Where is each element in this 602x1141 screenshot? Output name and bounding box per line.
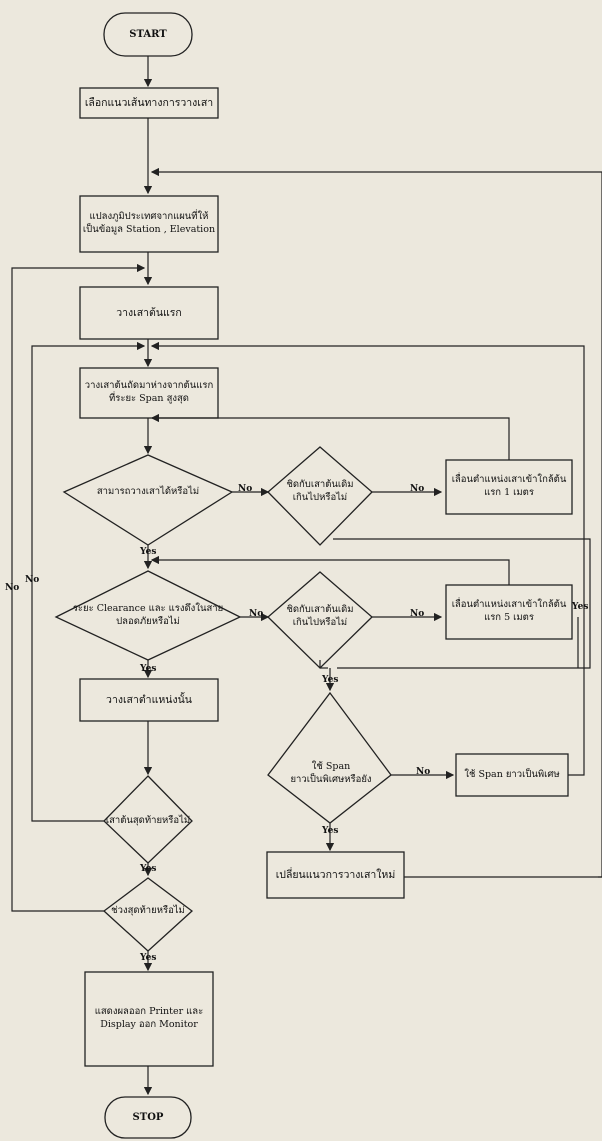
edge-label-yes: Yes — [140, 547, 157, 557]
edge-label-yes: Yes — [140, 664, 157, 674]
edge-label-yes: Yes — [322, 675, 339, 685]
last-segment-decision: ช่วงสุดท้ายหรือไม่ — [111, 904, 185, 916]
edge-label-yes: Yes — [140, 953, 157, 963]
too-close-decision-1: ชิดกับเสาต้นเดิม เกินไปหรือไม่ — [286, 479, 354, 503]
edge-label-no: No — [5, 583, 20, 593]
use-special-span-step: ใช้ Span ยาวเป็นพิเศษ — [464, 768, 560, 780]
edge-label-yes: Yes — [140, 864, 157, 874]
edge-label-no: No — [410, 484, 425, 494]
edge-label-yes: Yes — [572, 602, 589, 612]
convert-terrain-step: แปลงภูมิประเทศจากแผนที่ให้ เป็นข้อมูล St… — [82, 211, 216, 235]
edge-label-no: No — [416, 767, 431, 777]
edge-label-no: No — [249, 609, 264, 619]
clearance-decision: ระยะ Clearance และ แรงดึงในสาย ปลอดภัยหร… — [72, 603, 224, 627]
start-terminal: START — [129, 28, 167, 40]
place-next-pole-step: วางเสาต้นถัดมาห่างจากต้นแรก ที่ระยะ Span… — [84, 380, 214, 404]
edge-label-no: No — [25, 575, 40, 585]
output-step: แสดงผลออก Printer และ Display ออก Monito… — [94, 1006, 204, 1030]
edge-label-no: No — [238, 484, 253, 494]
special-span-decision: ใช้ Span ยาวเป็นพิเศษหรือยัง — [290, 761, 372, 785]
stop-terminal: STOP — [132, 1111, 164, 1123]
edge-label-yes: Yes — [322, 826, 339, 836]
move-1m-step: เลื่อนตำแหน่งเสาเข้าใกล้ต้น แรก 1 เมตร — [451, 474, 567, 498]
place-first-pole-step: วางเสาต้นแรก — [116, 306, 182, 319]
place-pole-here-step: วางเสาตำแหน่งนั้น — [106, 693, 192, 706]
edge-label-no: No — [410, 609, 425, 619]
move-5m-step: เลื่อนตำแหน่งเสาเข้าใกล้ต้น แรก 5 เมตร — [451, 599, 567, 623]
last-pole-decision: เสาต้นสุดท้ายหรือไม่ — [105, 814, 191, 826]
change-route-step: เปลี่ยนแนวการวางเสาใหม่ — [275, 868, 396, 881]
can-place-decision: สามารถวางเสาได้หรือไม่ — [96, 485, 200, 497]
choose-route-step: เลือกแนวเส้นทางการวางเสา — [84, 96, 214, 109]
too-close-decision-2: ชิดกับเสาต้นเดิม เกินไปหรือไม่ — [286, 604, 354, 628]
